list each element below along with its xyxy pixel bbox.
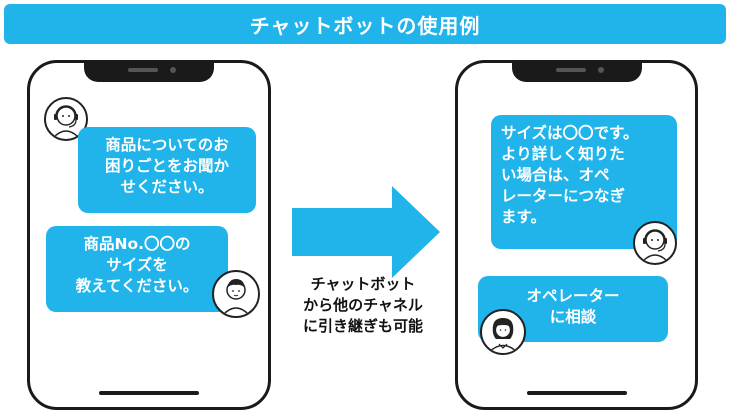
- chatbot-avatar-icon: [44, 97, 88, 141]
- user-question-bubble: 商品No.〇〇の サイズを 教えてください。: [46, 226, 228, 312]
- home-indicator: [526, 391, 627, 395]
- operator-avatar-icon: [480, 309, 526, 355]
- phone-notch: [511, 60, 642, 82]
- right-arrow-icon: [292, 186, 440, 278]
- phone-operator: サイズは〇〇です。 より詳しく知りた い場合は、オペ レーターにつなぎ ます。 …: [455, 60, 698, 410]
- phone-chatbot: 商品についてのお 困りごとをお聞か せください。 商品No.〇〇の サイズを 教…: [27, 60, 271, 410]
- chatbot-question-bubble: 商品についてのお 困りごとをお聞か せください。: [78, 127, 256, 213]
- phone-notch: [84, 60, 214, 82]
- home-indicator: [99, 391, 199, 395]
- page-title: チャットボットの使用例: [4, 4, 726, 44]
- chatbot-avatar-icon: [633, 221, 677, 265]
- handoff-caption: チャットボット から他のチャネル に引き継ぎも可能: [302, 275, 423, 335]
- user-avatar-icon: [212, 270, 260, 318]
